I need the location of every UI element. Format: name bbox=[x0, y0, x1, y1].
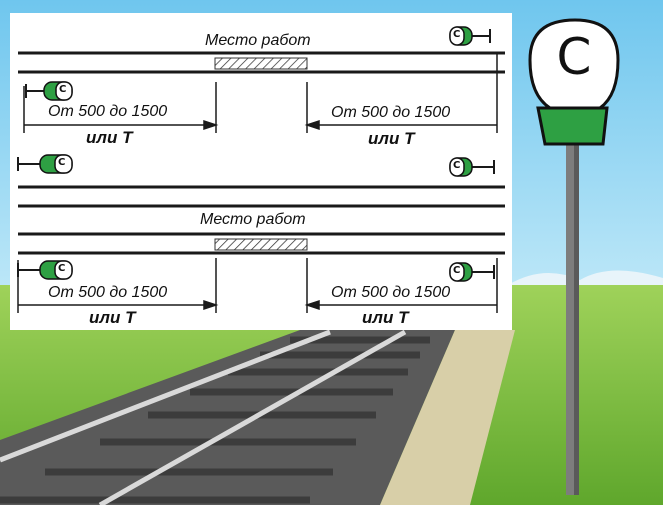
top-left-distance-label: От 500 до 1500 bbox=[48, 103, 168, 120]
sign-mid-left-letter: С bbox=[58, 157, 66, 168]
rail-left bbox=[0, 329, 331, 463]
sign-top-right bbox=[449, 26, 491, 46]
sign-mid-left bbox=[17, 154, 73, 174]
top-left-or-t-label: или Т bbox=[86, 128, 133, 147]
sign-top-left bbox=[25, 81, 73, 101]
sign-low-right-letter: С bbox=[453, 265, 461, 276]
bottom-left-or-t-label: или Т bbox=[89, 308, 136, 327]
bottom-work-place-label: Место работ bbox=[200, 211, 306, 228]
top-work-zone bbox=[214, 57, 308, 70]
top-right-or-t-label: или Т bbox=[368, 129, 415, 148]
rail-right bbox=[98, 329, 407, 505]
post-sign-green bbox=[536, 106, 609, 146]
top-dim-left bbox=[23, 82, 219, 133]
sign-mid-right-letter: С bbox=[453, 160, 461, 171]
sign-low-right bbox=[449, 262, 495, 282]
sign-top-right-letter: С bbox=[453, 29, 461, 40]
bottom-right-distance-label: От 500 до 1500 bbox=[331, 284, 451, 301]
post-sign-letter: С bbox=[556, 28, 592, 86]
sign-top-left-letter: С bbox=[59, 84, 67, 95]
bottom-dim-left bbox=[17, 258, 219, 313]
sign-mid-right bbox=[449, 157, 495, 177]
path-edge bbox=[380, 330, 515, 505]
sign-low-left bbox=[17, 260, 73, 280]
top-work-place-label: Место работ bbox=[205, 32, 311, 49]
sign-low-left-letter: С bbox=[58, 263, 66, 274]
bottom-work-zone bbox=[214, 238, 308, 251]
bottom-left-distance-label: От 500 до 1500 bbox=[48, 284, 168, 301]
bottom-right-or-t-label: или Т bbox=[362, 308, 409, 327]
bottom-dim-right bbox=[304, 258, 498, 313]
post-pole-shade bbox=[574, 140, 579, 495]
top-right-distance-label: От 500 до 1500 bbox=[331, 104, 451, 121]
top-dim-right bbox=[304, 53, 498, 133]
